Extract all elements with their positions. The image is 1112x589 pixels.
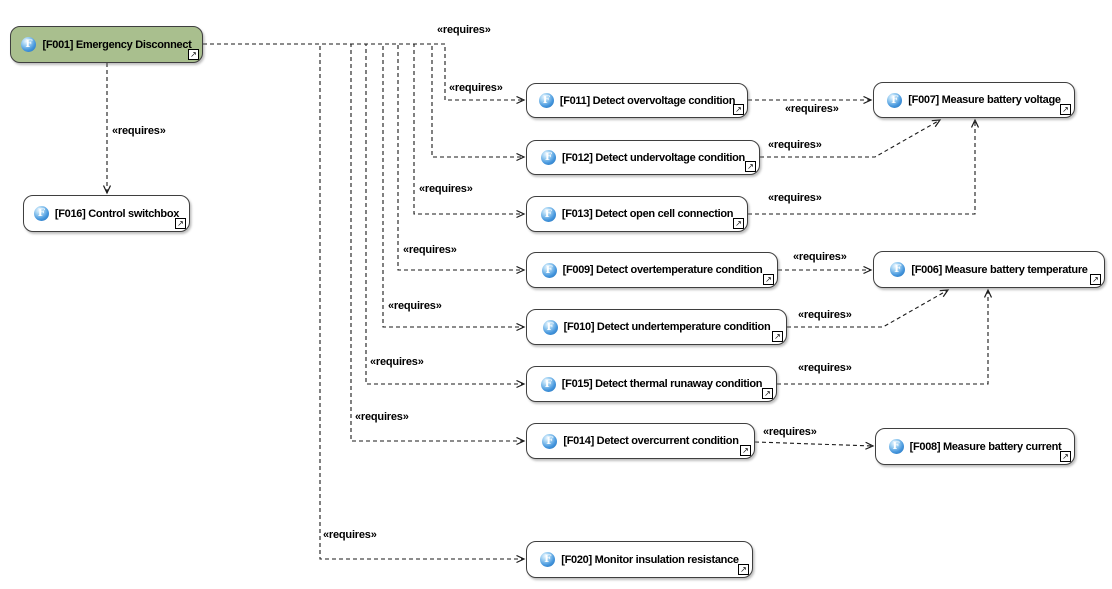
node-label: [F006] Measure battery temperature bbox=[911, 263, 1088, 276]
function-icon: F bbox=[541, 262, 557, 278]
function-icon: F bbox=[541, 150, 557, 165]
edge-stereotype-label-F001-F016: «requires» bbox=[112, 125, 166, 137]
node-label: [F009] Detect overtemperature condition bbox=[562, 264, 763, 276]
node-F009[interactable]: F [F009] Detect overtemperature condition… bbox=[526, 252, 778, 288]
function-icon: F bbox=[538, 93, 554, 108]
navigate-icon[interactable]: ↗ bbox=[763, 274, 774, 285]
edge-stereotype-label-F001-F020: «requires» bbox=[323, 529, 377, 541]
node-F016[interactable]: F [F016] Control switchbox↗ bbox=[23, 195, 190, 232]
edge-stereotype-label-F015-F006: «requires» bbox=[798, 362, 852, 374]
node-F014[interactable]: F [F014] Detect overcurrent condition↗ bbox=[526, 423, 755, 459]
navigate-icon[interactable]: ↗ bbox=[733, 218, 744, 229]
navigate-icon[interactable]: ↗ bbox=[1090, 274, 1101, 285]
edge-stereotype-label-F001-F012: «requires» bbox=[437, 24, 491, 36]
navigate-icon[interactable]: ↗ bbox=[745, 161, 756, 172]
node-F001[interactable]: F [F001] Emergency Disconnect↗ bbox=[10, 26, 203, 63]
node-F015[interactable]: F [F015] Detect thermal runaway condition… bbox=[526, 366, 777, 402]
node-F013[interactable]: F [F013] Detect open cell connection↗ bbox=[526, 196, 748, 232]
navigate-icon[interactable]: ↗ bbox=[738, 564, 749, 575]
node-F007[interactable]: F [F007] Measure battery voltage↗ bbox=[873, 82, 1075, 118]
edge-stereotype-label-F011-F007: «requires» bbox=[785, 103, 839, 115]
edge-stereotype-label-F013-F007: «requires» bbox=[768, 192, 822, 204]
function-icon: F bbox=[887, 92, 903, 108]
node-label: [F008] Measure battery current bbox=[909, 440, 1062, 453]
edge-stereotype-label-F001-F010: «requires» bbox=[388, 300, 442, 312]
function-icon: F bbox=[540, 206, 556, 222]
node-F012[interactable]: F [F012] Detect undervoltage condition↗ bbox=[526, 140, 760, 175]
navigate-icon[interactable]: ↗ bbox=[188, 49, 199, 60]
navigate-icon[interactable]: ↗ bbox=[740, 445, 751, 456]
function-icon: F bbox=[540, 552, 556, 567]
node-label: [F020] Monitor insulation resistance bbox=[561, 553, 739, 566]
navigate-icon[interactable]: ↗ bbox=[1060, 451, 1071, 462]
node-F006[interactable]: F [F006] Measure battery temperature↗ bbox=[873, 251, 1105, 288]
function-icon: F bbox=[542, 319, 558, 335]
node-label: [F012] Detect undervoltage condition bbox=[562, 151, 745, 164]
edge-stereotype-label-F001-F011: «requires» bbox=[449, 82, 503, 94]
node-label: [F007] Measure battery voltage bbox=[908, 94, 1061, 106]
node-label: [F010] Detect undertemperature condition bbox=[563, 321, 771, 333]
node-F008[interactable]: F [F008] Measure battery current↗ bbox=[875, 428, 1075, 465]
edge-stereotype-label-F010-F006: «requires» bbox=[798, 309, 852, 321]
node-F010[interactable]: F [F010] Detect undertemperature conditio… bbox=[526, 309, 787, 345]
function-icon: F bbox=[33, 206, 49, 221]
node-label: [F014] Detect overcurrent condition bbox=[563, 435, 739, 447]
node-label: [F013] Detect open cell connection bbox=[561, 208, 734, 220]
edge-stereotype-label-F009-F006: «requires» bbox=[793, 251, 847, 263]
function-icon: F bbox=[540, 376, 556, 392]
function-icon: F bbox=[542, 433, 558, 449]
function-icon: F bbox=[21, 37, 37, 52]
navigate-icon[interactable]: ↗ bbox=[733, 104, 744, 115]
edge-stereotype-label-F012-F007: «requires» bbox=[768, 139, 822, 151]
function-icon: F bbox=[888, 439, 904, 454]
function-icon: F bbox=[890, 262, 906, 277]
edge-stereotype-label-F001-F009: «requires» bbox=[403, 244, 457, 256]
navigate-icon[interactable]: ↗ bbox=[762, 388, 773, 399]
navigate-icon[interactable]: ↗ bbox=[772, 331, 783, 342]
navigate-icon[interactable]: ↗ bbox=[175, 218, 186, 229]
node-F011[interactable]: F [F011] Detect overvoltage condition↗ bbox=[526, 83, 748, 118]
node-label: [F016] Control switchbox bbox=[54, 207, 180, 220]
node-label: [F015] Detect thermal runaway condition bbox=[561, 378, 763, 390]
navigate-icon[interactable]: ↗ bbox=[1060, 104, 1071, 115]
node-F020[interactable]: F [F020] Monitor insulation resistance↗ bbox=[526, 541, 753, 578]
node-label: [F001] Emergency Disconnect bbox=[42, 38, 192, 51]
edge-stereotype-label-F014-F008: «requires» bbox=[763, 426, 817, 438]
edge-stereotype-label-F001-F013: «requires» bbox=[419, 183, 473, 195]
node-label: [F011] Detect overvoltage condition bbox=[559, 94, 736, 107]
edge-stereotype-label-F001-F014: «requires» bbox=[355, 411, 409, 423]
edge-stereotype-label-F001-F015: «requires» bbox=[370, 356, 424, 368]
